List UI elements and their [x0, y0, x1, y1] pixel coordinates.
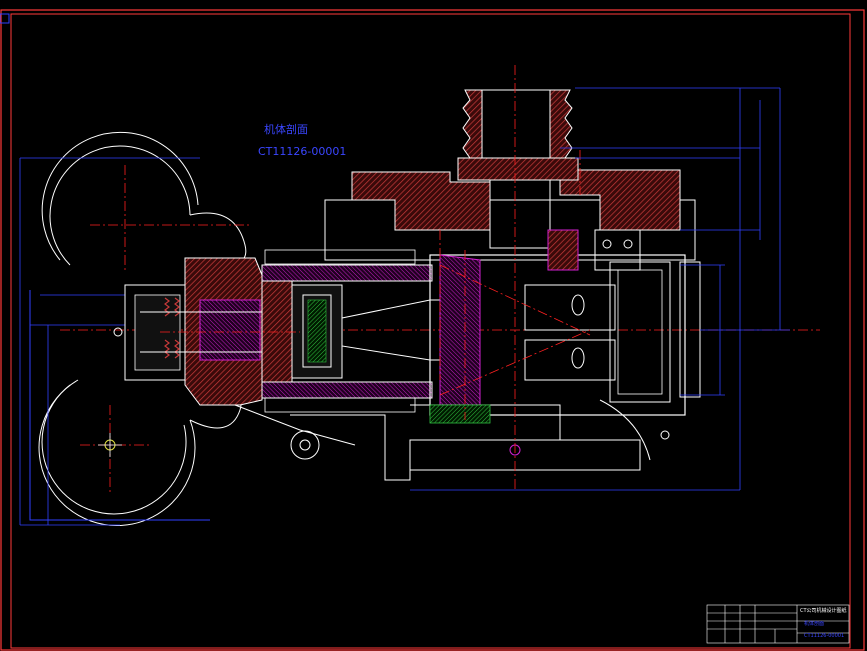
view-title: 机体剖面 — [264, 123, 308, 136]
lower-linkage — [234, 399, 670, 481]
hub-circle — [98, 433, 122, 457]
drawing-code: CT11126-00001 — [258, 145, 347, 158]
centerlines-main — [160, 65, 591, 490]
dimension-lines-left — [19, 157, 200, 526]
title-block-name: 机体剖面 — [804, 621, 825, 627]
title-block-company: CT公司机械设计图纸 — [800, 608, 847, 614]
cylinder-piston — [261, 249, 446, 413]
crankcase — [324, 169, 701, 416]
title-block-code: CT11126-00001 — [804, 633, 845, 639]
flywheel-outline — [29, 131, 247, 527]
pulley — [457, 89, 579, 181]
cylinder-head — [113, 257, 270, 406]
dimension-lines-right — [410, 87, 790, 491]
title-block — [706, 604, 850, 644]
drawing-frame — [0, 9, 865, 651]
